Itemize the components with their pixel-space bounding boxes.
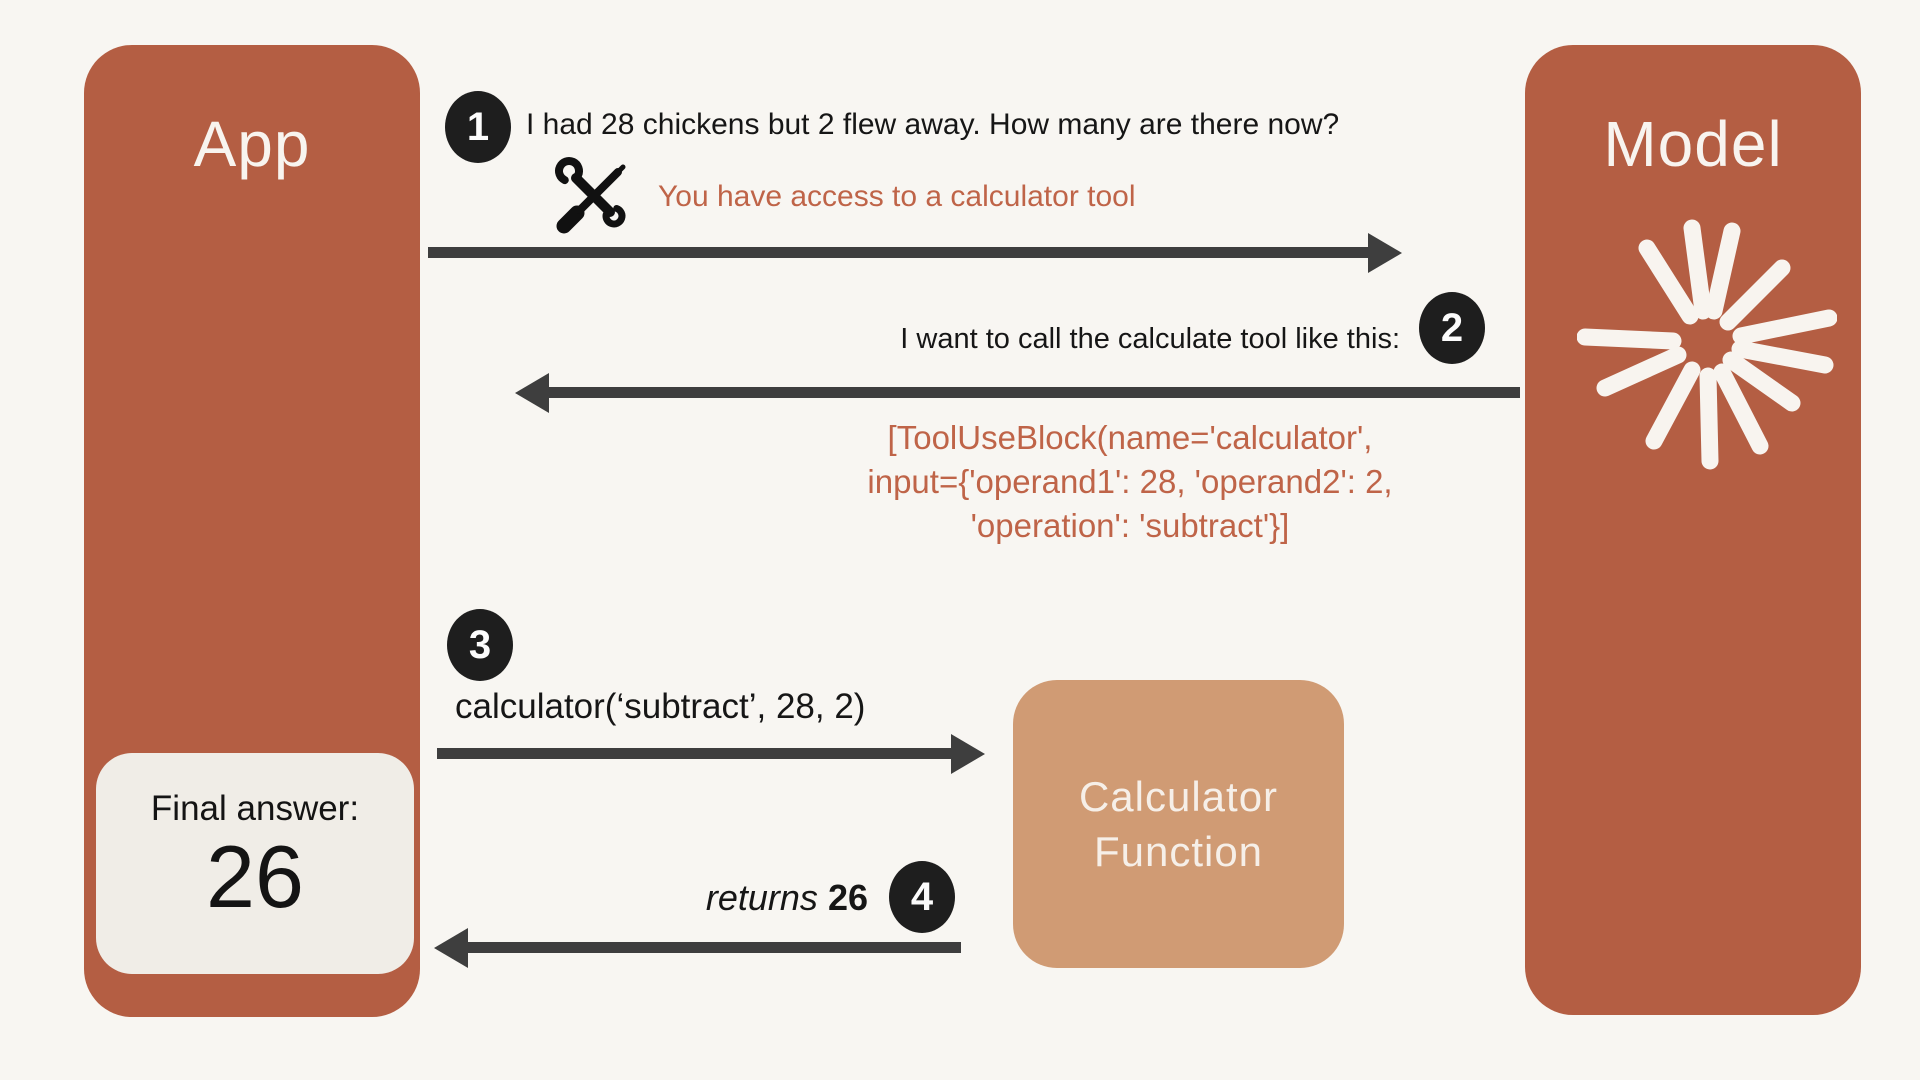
arrow-calculator-to-app	[467, 942, 961, 953]
tools-icon	[555, 157, 626, 234]
final-answer-card: Final answer: 26	[96, 753, 414, 974]
arrow-model-to-app	[548, 387, 1520, 398]
step-1-user-message: I had 28 chickens but 2 flew away. How m…	[526, 108, 1340, 141]
step-2-badge: 2	[1419, 292, 1485, 364]
returns-value: 26	[827, 877, 868, 918]
step-1-badge: 1	[445, 91, 511, 163]
step-2-model-message: I want to call the calculate tool like t…	[900, 323, 1400, 355]
calculator-function-box: Calculator Function	[1013, 680, 1344, 968]
step-4-badge: 4	[889, 861, 955, 933]
model-box: Model	[1525, 45, 1861, 1015]
tool-use-block-line1: [ToolUseBlock(name='calculator',	[887, 419, 1373, 456]
returns-word: returns	[705, 877, 818, 918]
step-3-call-text: calculator(‘subtract’, 28, 2)	[455, 687, 866, 726]
calculator-function-label-line2: Function	[1093, 828, 1264, 875]
final-answer-value: 26	[206, 827, 304, 926]
arrow-app-to-model	[428, 247, 1369, 258]
final-answer-label: Final answer:	[150, 789, 360, 828]
model-starburst-icon	[1577, 219, 1837, 470]
arrow-app-to-calculator	[437, 748, 952, 759]
step-3-badge: 3	[447, 609, 513, 681]
tool-use-block-code: [ToolUseBlock(name='calculator', input={…	[730, 416, 1530, 548]
model-label: Model	[1603, 108, 1783, 180]
tool-use-block-line3: 'operation': 'subtract'}]	[970, 507, 1290, 544]
calculator-function-label-line1: Calculator	[1078, 772, 1279, 820]
step-4-returns-text: returns 26	[600, 877, 868, 919]
app-label: App	[193, 108, 311, 180]
step-1-system-note: You have access to a calculator tool	[658, 180, 1136, 213]
tool-use-block-line2: input={'operand1': 28, 'operand2': 2,	[867, 463, 1393, 500]
